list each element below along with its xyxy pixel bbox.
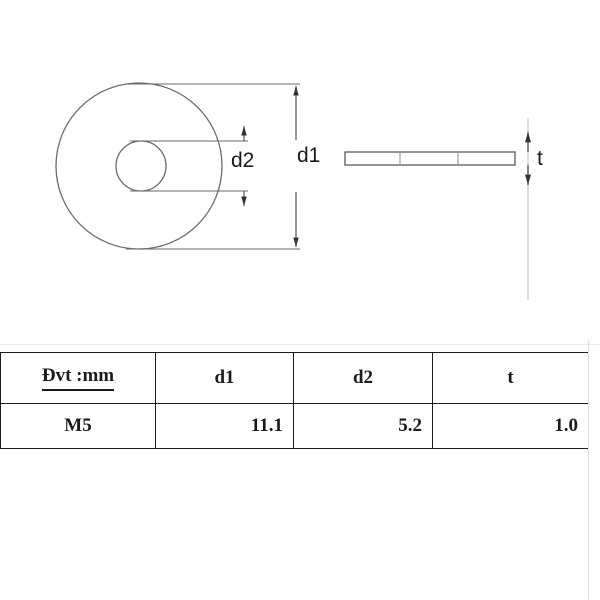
side-view-plate <box>344 151 516 166</box>
sheet-guide-line-top <box>0 344 600 345</box>
table-row: M5 11.1 5.2 1.0 <box>0 403 589 449</box>
cell-d2-value: 5.2 <box>293 403 433 449</box>
cell-d1-value: 11.1 <box>155 403 294 449</box>
d1-dimension-group <box>126 83 300 250</box>
outer-diameter-circle <box>55 82 223 250</box>
washer-drawing: d1 d2 t <box>55 82 543 300</box>
front-view-group <box>55 82 223 250</box>
table-header-unit: Đvt :mm <box>0 352 156 404</box>
sheet-guide-line-right <box>588 340 589 600</box>
d2-dimension-group <box>130 126 248 206</box>
cell-size-name: M5 <box>0 403 156 449</box>
specification-table: Đvt :mm d1 d2 t M5 11.1 5.2 1.0 <box>0 352 589 449</box>
dimension-label-d2: d2 <box>231 149 255 172</box>
cell-t-value: 1.0 <box>432 403 589 449</box>
washer-drawing-svg <box>55 82 531 300</box>
dimension-label-t: t <box>537 147 543 170</box>
table-header-d1: d1 <box>155 352 294 404</box>
inner-bore-circle <box>115 140 167 192</box>
table-header-d2: d2 <box>293 352 433 404</box>
table-header-row: Đvt :mm d1 d2 t <box>0 352 589 404</box>
table-header-unit-text: Đvt :mm <box>41 365 115 391</box>
dimension-label-d1: d1 <box>297 144 321 167</box>
table-header-t: t <box>432 352 589 404</box>
side-view-group <box>344 151 516 166</box>
